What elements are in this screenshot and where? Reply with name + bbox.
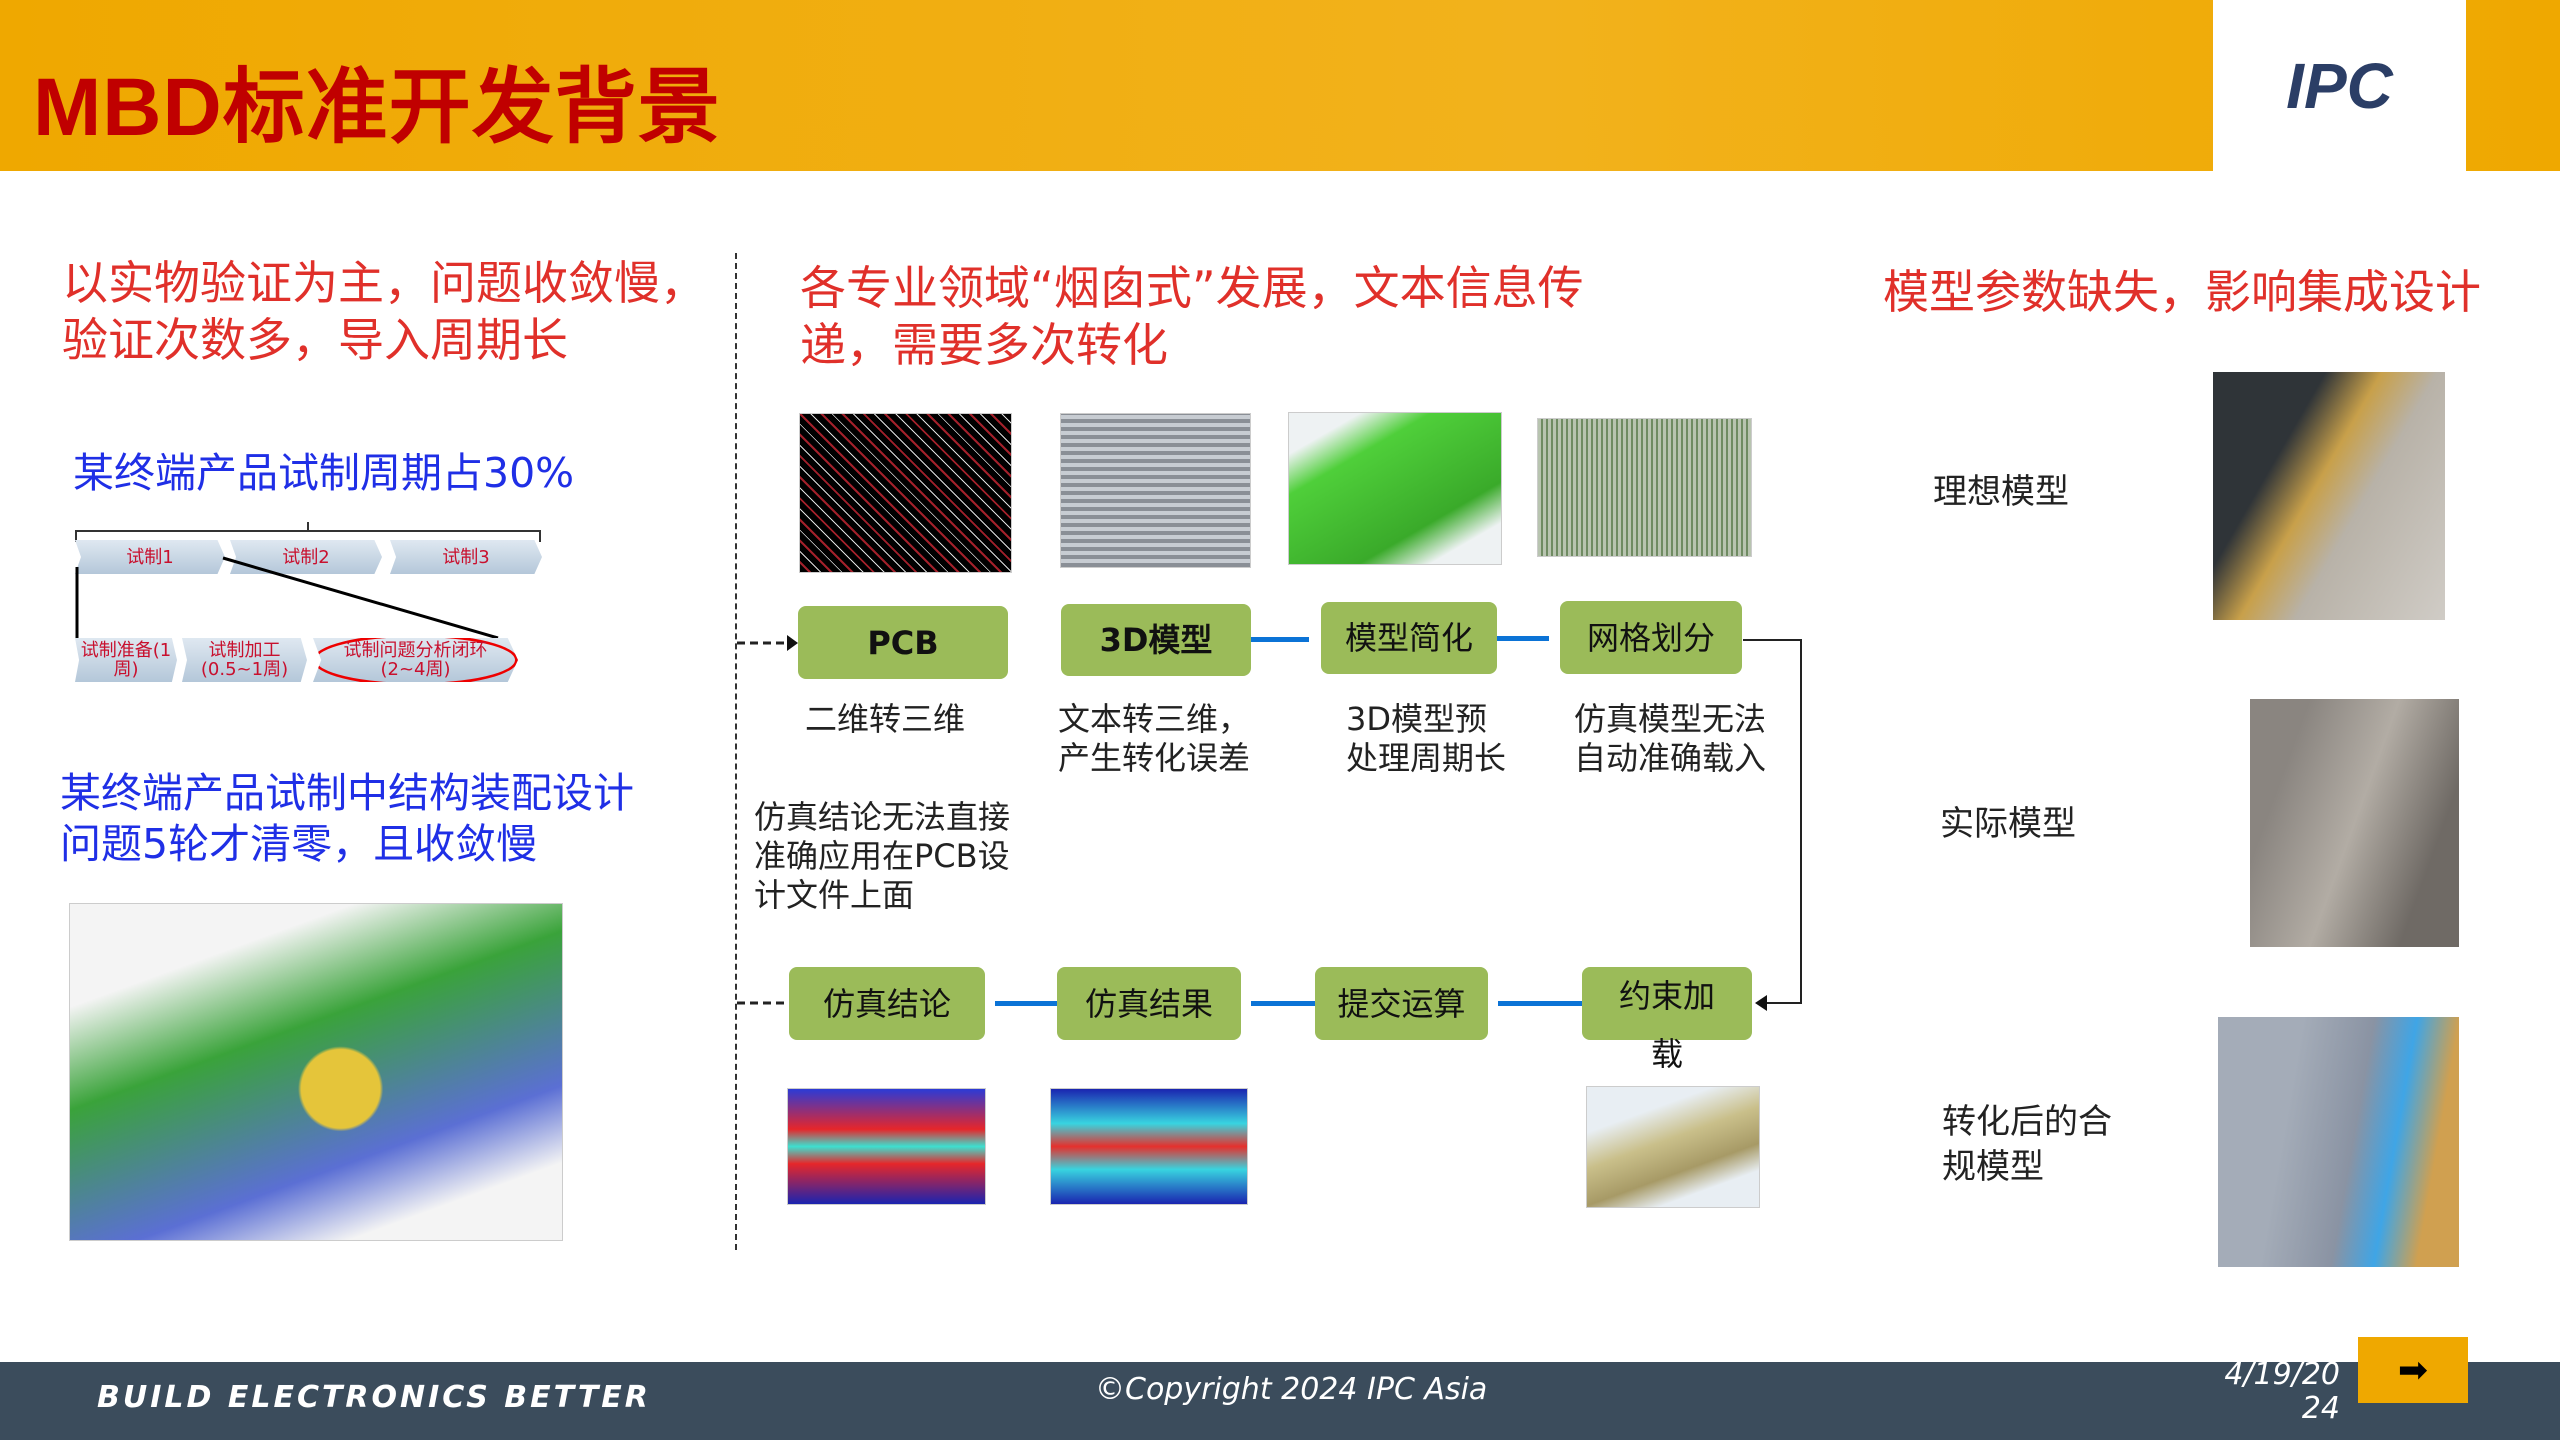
step-meshing: 网格划分 xyxy=(1560,601,1742,674)
middle-heading: 各专业领域“烟囱式”发展，文本信息传 递，需要多次转化 xyxy=(800,260,1584,374)
note-line: 仿真结论无法直接 xyxy=(754,798,1011,836)
trial-timeline: 试制1 试制2 试制3 试制准备(1周) 试制加工(0.5~1周) 试制问题分析… xyxy=(73,522,544,692)
note-line: 计文件上面 xyxy=(754,876,915,914)
step-simplify: 模型简化 xyxy=(1321,602,1497,674)
page-title: MBD标准开发背景 xyxy=(33,62,721,153)
sim-conclusion-image xyxy=(787,1088,986,1205)
pcb-layout-image xyxy=(799,413,1012,573)
note-preprocess: 3D模型预处理周期长 xyxy=(1346,700,1506,778)
note-line: 产生转化误差 xyxy=(1058,739,1251,777)
stat-trial-cycle: 某终端产品试制周期占30% xyxy=(73,449,575,497)
step-constraints: 约束加载 xyxy=(1582,967,1752,1073)
next-slide-button[interactable]: ➡ xyxy=(2358,1337,2468,1403)
date-line: 24 xyxy=(2301,1391,2340,1426)
flow-connectors xyxy=(737,635,1802,1011)
timeline-substep: 试制准备(1周) xyxy=(75,638,177,682)
footer-slogan: BUILD ELECTRONICS BETTER xyxy=(97,1380,651,1415)
timeline-substep-highlight: 试制问题分析闭环(2~4周) xyxy=(313,638,518,682)
step-label: 约束加 xyxy=(1618,977,1715,1015)
middle-heading-line: 递，需要多次转化 xyxy=(800,318,1168,372)
arrow-right-icon: ➡ xyxy=(2397,1349,2429,1391)
step-3d-model: 3D模型 xyxy=(1061,604,1251,676)
left-heading-line: 以实物验证为主，问题收敛慢， xyxy=(62,256,706,310)
note-line: 自动准确载入 xyxy=(1574,739,1767,777)
note-text-to-3d: 文本转三维，产生转化误差 xyxy=(1058,700,1250,778)
ipc-logo: IPC xyxy=(2213,0,2466,171)
arrow-right xyxy=(1251,637,1309,642)
label-converted-model: 转化后的合规模型 xyxy=(1942,1100,2112,1190)
column-divider xyxy=(735,253,737,1250)
step-pcb: PCB xyxy=(798,606,1008,679)
left-heading: 以实物验证为主，问题收敛慢， 验证次数多，导入周期长 xyxy=(62,255,706,369)
arrow-right xyxy=(1497,636,1549,641)
actual-model-image xyxy=(2250,699,2459,947)
converted-model-image xyxy=(2218,1017,2459,1267)
step-submit: 提交运算 xyxy=(1315,967,1488,1040)
label-line: 转化后的合 xyxy=(1942,1102,2112,1142)
simplified-model-image xyxy=(1288,412,1502,565)
step-label: 载 xyxy=(1650,1035,1683,1073)
label-ideal-model: 理想模型 xyxy=(1933,472,2069,512)
note-line: 处理周期长 xyxy=(1346,739,1507,777)
label-actual-model: 实际模型 xyxy=(1940,804,2076,844)
note-line: 准确应用在PCB设 xyxy=(754,837,1010,875)
note-feedback: 仿真结论无法直接准确应用在PCB设计文件上面 xyxy=(754,798,1010,915)
note-line: 仿真模型无法 xyxy=(1574,700,1767,738)
stat-assembly-issues: 某终端产品试制中结构装配设计 问题5轮才清零，且收敛慢 xyxy=(60,768,634,870)
note-sim-load: 仿真模型无法自动准确载入 xyxy=(1574,700,1766,778)
note-line: 3D模型预 xyxy=(1346,700,1488,738)
highlight-ellipse: 试制问题分析闭环(2~4周) xyxy=(313,638,518,682)
pcb-assembly-image xyxy=(69,903,563,1241)
arrow-left xyxy=(1251,1001,1315,1006)
header-bar xyxy=(0,0,2560,171)
timeline-step: 试制1 xyxy=(75,540,225,574)
mesh-image xyxy=(1537,418,1752,557)
note-2d-to-3d: 二维转三维 xyxy=(805,700,966,738)
stat-line: 问题5轮才清零，且收敛慢 xyxy=(60,820,538,868)
note-line: 文本转三维， xyxy=(1058,700,1251,738)
right-heading: 模型参数缺失，影响集成设计 xyxy=(1883,265,2481,319)
stat-line: 某终端产品试制中结构装配设计 xyxy=(60,769,634,817)
label-line: 规模型 xyxy=(1942,1147,2044,1187)
timeline-substep: 试制加工(0.5~1周) xyxy=(182,638,307,682)
date-line: 4/19/20 xyxy=(2224,1357,2340,1392)
arrow-left xyxy=(995,1001,1057,1006)
constraints-image xyxy=(1586,1086,1760,1208)
ideal-model-image xyxy=(2213,372,2445,620)
arrow-left xyxy=(1498,1001,1582,1006)
logo-text: IPC xyxy=(2286,49,2393,122)
3d-model-image xyxy=(1060,413,1251,568)
timeline-step: 试制3 xyxy=(390,540,542,574)
footer-bar xyxy=(0,1362,2560,1440)
step-sim-conclusion: 仿真结论 xyxy=(789,967,985,1040)
left-heading-line: 验证次数多，导入周期长 xyxy=(62,313,568,367)
footer-copyright: ©Copyright 2024 IPC Asia xyxy=(1095,1372,1488,1407)
step-sim-result: 仿真结果 xyxy=(1057,967,1241,1040)
sim-result-image xyxy=(1050,1088,1248,1205)
middle-heading-line: 各专业领域“烟囱式”发展，文本信息传 xyxy=(800,261,1584,315)
